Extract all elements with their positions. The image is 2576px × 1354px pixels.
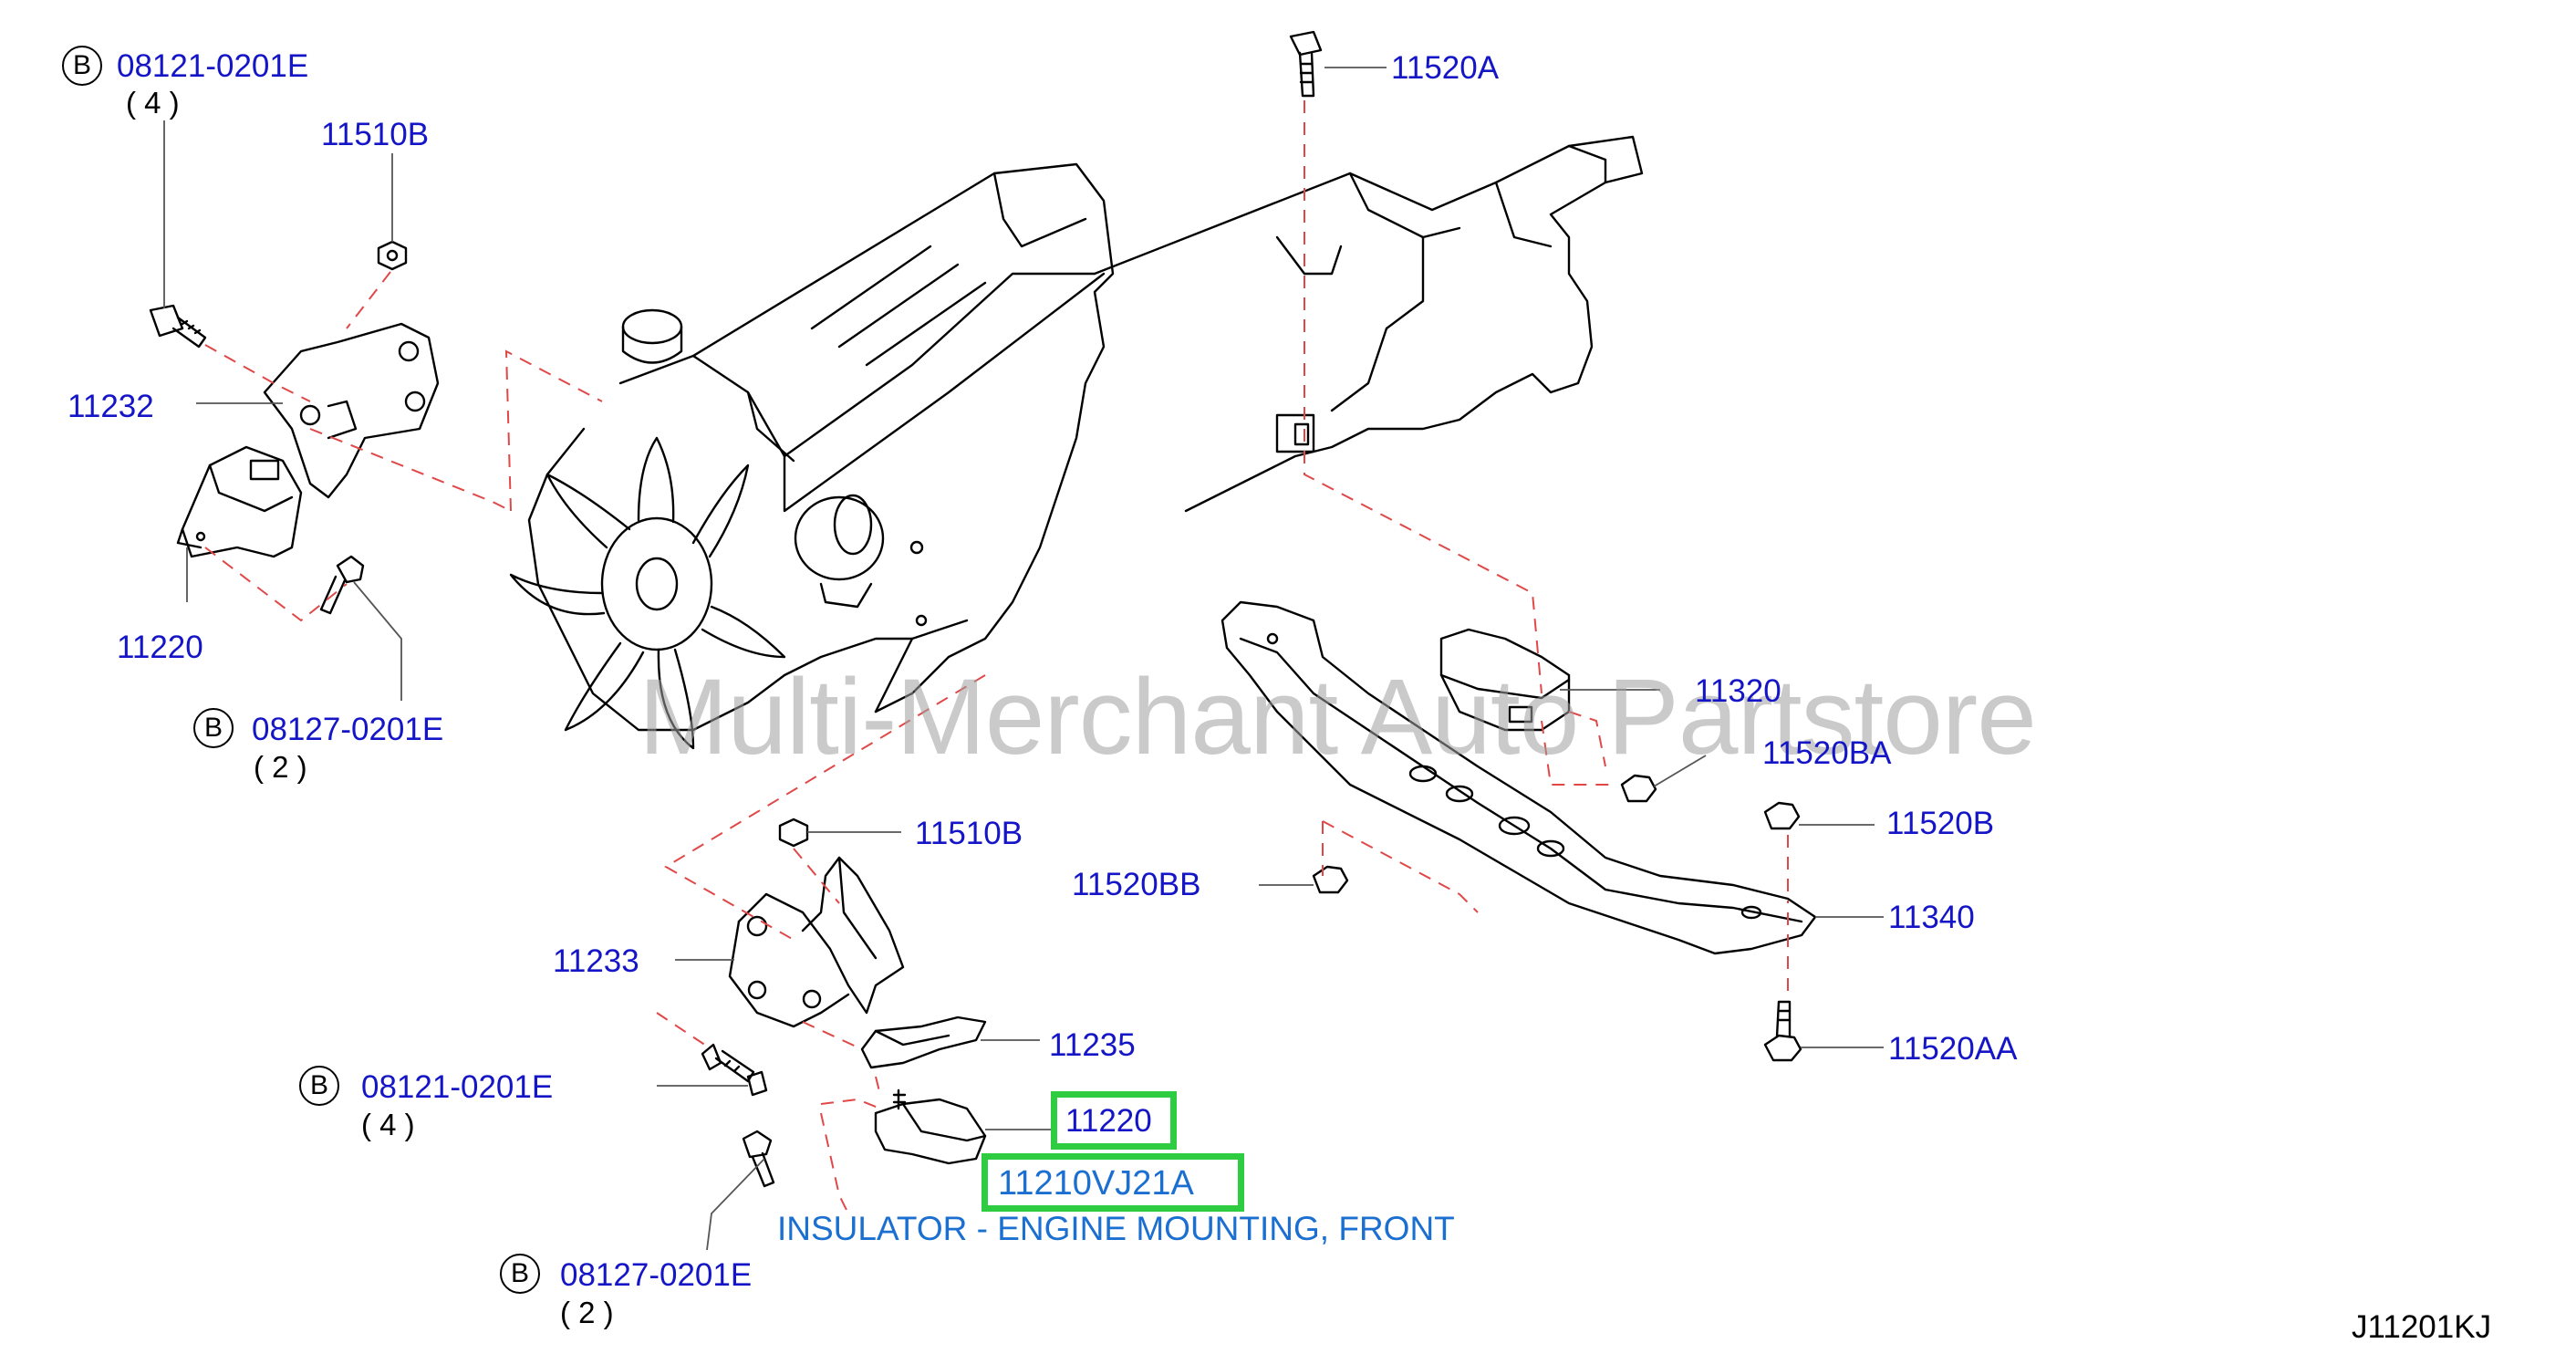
watermark: Multi-Merchant Auto Partstore [639, 657, 2037, 777]
diagram-code: J11201KJ [2352, 1309, 2492, 1345]
callout-11510b-top[interactable]: 11510B [321, 117, 430, 152]
part-number-11210vj21a[interactable]: 11210VJ21A [998, 1164, 1194, 1203]
callout-11510b-bottom[interactable]: 11510B [915, 816, 1023, 851]
callout-qty-08127-bottom: ( 2 ) [560, 1296, 614, 1329]
callout-qty-08121-top: ( 4 ) [126, 86, 180, 120]
crossmember-group [1220, 30, 1817, 1062]
callout-11235[interactable]: 11235 [1049, 1027, 1136, 1063]
bolt-badge-icon: B [193, 708, 234, 748]
callout-qty-08127-top: ( 2 ) [254, 750, 307, 784]
callout-11340[interactable]: 11340 [1888, 900, 1975, 935]
engine-assembly [509, 135, 1644, 750]
callout-11520b[interactable]: 11520B [1886, 806, 1995, 841]
bolt-badge-icon: B [62, 46, 102, 86]
callout-11520bb[interactable]: 11520BB [1072, 867, 1201, 902]
bolt-badge-icon: B [500, 1254, 540, 1294]
callout-11320[interactable]: 11320 [1695, 673, 1781, 709]
highlight-box-part [1051, 1091, 1177, 1150]
callout-11520aa[interactable]: 11520AA [1888, 1031, 2018, 1067]
callout-11232[interactable]: 11232 [68, 389, 154, 424]
assembly-dash-lines [204, 100, 1789, 1214]
rear-bracket-group [149, 240, 440, 615]
highlight-box-number [982, 1153, 1244, 1212]
callout-08127-0201e-top[interactable]: 08127-0201E [252, 712, 444, 747]
front-mount-group [701, 818, 987, 1188]
callout-11220-highlighted[interactable]: 11220 [1065, 1103, 1152, 1139]
callout-08121-0201e-top[interactable]: 08121-0201E [117, 48, 309, 84]
callout-11520ba[interactable]: 11520BA [1762, 735, 1892, 771]
callout-11520a[interactable]: 11520A [1391, 50, 1500, 86]
callout-08121-0201e-bottom[interactable]: 08121-0201E [361, 1069, 554, 1105]
bolt-badge-icon: B [299, 1066, 339, 1106]
leader-lines [163, 67, 1884, 1251]
callout-11220-left[interactable]: 11220 [117, 630, 203, 665]
callout-11233[interactable]: 11233 [553, 943, 639, 979]
part-description: INSULATOR - ENGINE MOUNTING, FRONT [777, 1210, 1455, 1247]
callout-qty-08121-bottom: ( 4 ) [361, 1108, 415, 1141]
callout-08127-0201e-bottom[interactable]: 08127-0201E [560, 1257, 753, 1293]
